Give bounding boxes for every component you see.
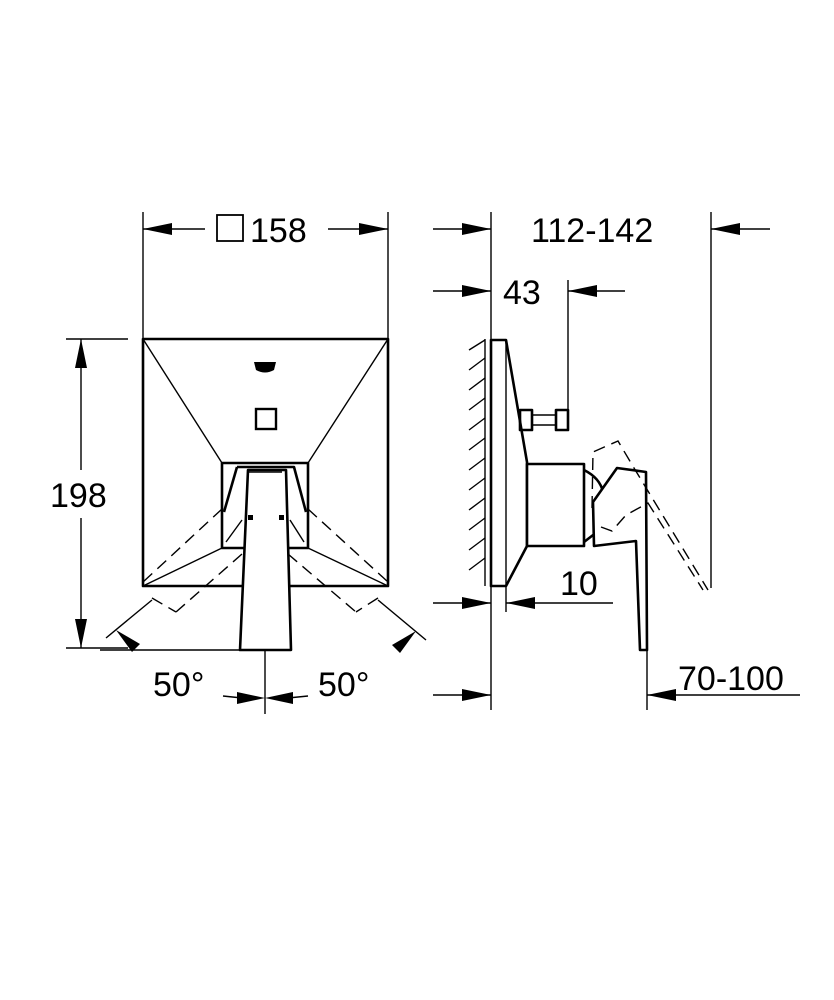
dimension-depth-valve: 43: [433, 274, 625, 312]
dimension-plate-thickness: 10: [433, 565, 613, 609]
angle-right-label: 50°: [318, 666, 369, 704]
dimension-angles: 50° 50°: [100, 599, 427, 714]
valve-stem: [518, 408, 570, 432]
wall-offset-label: 70-100: [678, 660, 784, 698]
depth-valve-label: 43: [503, 274, 541, 312]
handle-lever: [238, 468, 293, 652]
depth-total-label: 112-142: [531, 212, 653, 250]
handle-swing-side-dashed: [591, 440, 709, 591]
plate-thickness-label: 10: [560, 565, 598, 603]
width-label: 158: [250, 212, 307, 250]
dimension-height: 198: [50, 338, 128, 649]
dimension-depth-total: 112-142: [433, 212, 770, 250]
dimension-wall-offset: 70-100: [433, 660, 800, 701]
handle-swing-dashed: [142, 508, 389, 613]
height-label: 198: [50, 477, 107, 515]
front-view: 158 198: [50, 212, 427, 714]
cover-plate-profile: [489, 338, 529, 588]
angle-left-label: 50°: [153, 666, 204, 704]
side-view: 112-142 43 10 70-100: [433, 212, 800, 710]
dimension-width: 158: [142, 212, 389, 338]
square-icon: [216, 214, 244, 242]
diverter-button: [254, 407, 278, 431]
wall-hatching: [468, 339, 486, 586]
logo-icon: [254, 362, 276, 373]
handle-body-side: [525, 462, 649, 652]
cover-plate: [141, 337, 390, 588]
